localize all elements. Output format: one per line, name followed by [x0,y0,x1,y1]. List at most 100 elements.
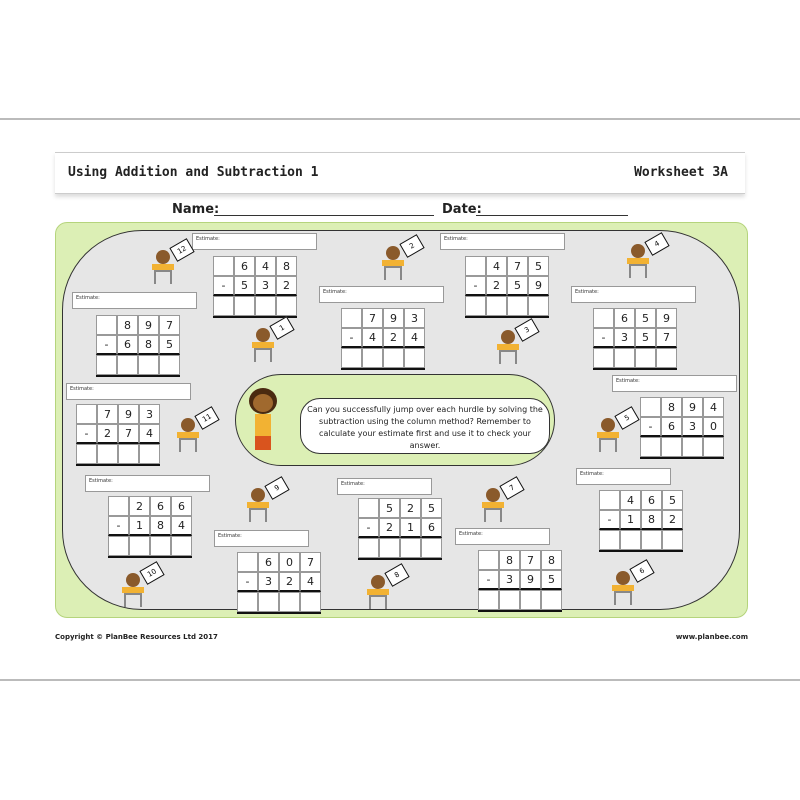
estimate-field[interactable]: Estimate: [72,292,197,309]
answer-cell[interactable] [528,296,549,316]
digit-cell: 2 [400,498,421,518]
digit-cell: 4 [404,328,425,348]
runner-head [251,488,265,502]
estimate-field[interactable]: Estimate: [214,530,309,547]
digit-cell: - [358,518,379,538]
answer-cell[interactable] [159,355,180,375]
runner-head [181,418,195,432]
runner-head [126,573,140,587]
digit-cell: - [599,510,620,530]
answer-cell[interactable] [404,348,425,368]
estimate-label: Estimate: [575,289,599,295]
answer-cell[interactable] [486,296,507,316]
answer-cell[interactable] [255,296,276,316]
runner-head [601,418,615,432]
answer-cell[interactable] [499,590,520,610]
answer-cell[interactable] [478,590,499,610]
answer-cell[interactable] [383,348,404,368]
answer-cell[interactable] [593,348,614,368]
digit-cell: 4 [300,572,321,592]
answer-cell[interactable] [400,538,421,558]
hurdle-icon [154,270,172,284]
answer-cell[interactable] [641,530,662,550]
digit-cell: 1 [400,518,421,538]
answer-cell[interactable] [541,590,562,610]
estimate-field[interactable]: Estimate: [576,468,671,485]
digit-cell: 3 [682,417,703,437]
answer-cell[interactable] [118,444,139,464]
answer-cell[interactable] [358,538,379,558]
answer-cell[interactable] [362,348,383,368]
answer-cell[interactable] [379,538,400,558]
estimate-label: Estimate: [323,289,347,295]
date-line[interactable] [476,215,628,216]
answer-cell[interactable] [234,296,255,316]
answer-cell[interactable] [661,437,682,457]
hurdler-illustration: 3 [495,318,540,366]
estimate-field[interactable]: Estimate: [440,233,565,250]
answer-cell[interactable] [139,444,160,464]
answer-cell[interactable] [662,530,683,550]
estimate-field[interactable]: Estimate: [85,475,210,492]
answer-cell[interactable] [171,536,192,556]
digit-cell [341,308,362,328]
answer-cell[interactable] [117,355,138,375]
runner-body [627,258,649,264]
digit-cell: 9 [656,308,677,328]
estimate-field[interactable]: Estimate: [337,478,432,495]
answer-cell[interactable] [138,355,159,375]
answer-cell[interactable] [258,592,279,612]
digit-cell: 6 [258,552,279,572]
answer-cell[interactable] [421,538,442,558]
estimate-field[interactable]: Estimate: [319,286,444,303]
hurdle-number-flag: 12 [169,238,195,262]
digit-cell [465,256,486,276]
answer-cell[interactable] [76,444,97,464]
hurdle-icon [629,264,647,278]
estimate-field[interactable]: Estimate: [571,286,696,303]
hurdle-number-flag: 5 [614,406,640,430]
answer-cell[interactable] [108,536,129,556]
answer-cell[interactable] [97,444,118,464]
hurdle-icon [254,348,272,362]
answer-cell[interactable] [682,437,703,457]
answer-cell[interactable] [620,530,641,550]
estimate-field[interactable]: Estimate: [612,375,737,392]
hurdle-number-flag: 7 [499,476,525,500]
hurdler-illustration: 10 [120,561,165,609]
answer-cell[interactable] [341,348,362,368]
estimate-field[interactable]: Estimate: [455,528,550,545]
answer-cell[interactable] [614,348,635,368]
answer-cell[interactable] [279,592,300,612]
answer-cell[interactable] [520,590,541,610]
digit-cell: 3 [258,572,279,592]
digit-cell: - [640,417,661,437]
hurdle-icon [499,350,517,364]
answer-cell[interactable] [507,296,528,316]
answer-cell[interactable] [150,536,171,556]
hurdle-icon [484,508,502,522]
digit-cell [76,404,97,424]
answer-cell[interactable] [300,592,321,612]
digit-cell: 3 [404,308,425,328]
answer-cell[interactable] [276,296,297,316]
estimate-field[interactable]: Estimate: [66,383,191,400]
digit-cell: 2 [279,572,300,592]
answer-cell[interactable] [213,296,234,316]
answer-cell[interactable] [635,348,656,368]
name-line[interactable] [214,215,434,216]
answer-cell[interactable] [599,530,620,550]
digit-cell: 6 [150,496,171,516]
digit-cell: 0 [703,417,724,437]
answer-cell[interactable] [656,348,677,368]
digit-cell: - [76,424,97,444]
answer-cell[interactable] [640,437,661,457]
digit-cell: 7 [97,404,118,424]
answer-cell[interactable] [237,592,258,612]
answer-cell[interactable] [703,437,724,457]
answer-cell[interactable] [465,296,486,316]
estimate-field[interactable]: Estimate: [192,233,317,250]
answer-cell[interactable] [96,355,117,375]
answer-cell[interactable] [129,536,150,556]
